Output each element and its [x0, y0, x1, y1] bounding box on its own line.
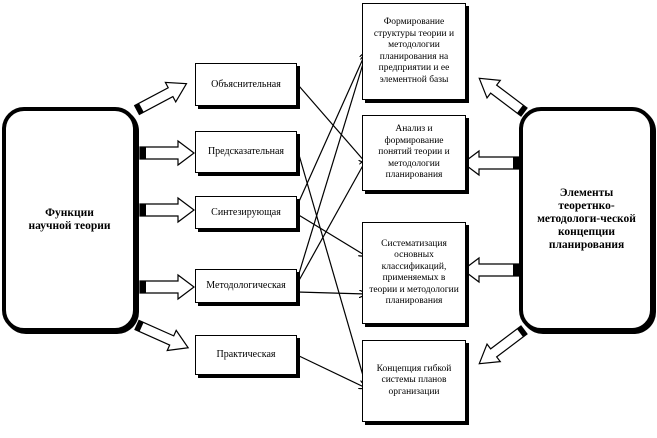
element-box-flexible-plans: Концепция гибкой системы планов организа… [362, 340, 466, 422]
element-label: Анализ и формирование понятий теории и м… [378, 124, 450, 181]
left-block-functions: Функции научной теории [2, 107, 137, 332]
element-label: Систематизация основных классификаций, п… [369, 238, 459, 307]
link-explanatory-concepts [298, 85, 366, 163]
link-predictive-flexible [296, 147, 366, 386]
function-box-predictive: Предсказательная [195, 131, 297, 173]
link-practical-flexible [296, 354, 366, 388]
function-label: Практическая [216, 349, 276, 360]
block-arrow-concepts [462, 149, 520, 177]
link-methodological-classifications [296, 292, 366, 294]
link-methodological-concepts [296, 160, 366, 285]
element-box-classifications: Систематизация основных классификаций, п… [362, 222, 466, 324]
function-label: Предсказательная [207, 146, 285, 157]
element-label: Концепция гибкой системы планов организа… [376, 363, 452, 397]
block-arrow-structure [478, 77, 528, 117]
function-label: Синтезирующая [211, 206, 281, 218]
function-label: Методологическая [206, 280, 286, 291]
element-box-concepts: Анализ и формирование понятий теории и м… [362, 115, 466, 191]
link-methodological-structure [296, 54, 366, 281]
block-arrow-classifications [462, 256, 520, 284]
block-arrow-explanatory [133, 81, 188, 116]
element-label: Формирование структуры теории и методоло… [373, 17, 455, 85]
left-block-title: Функции научной теории [28, 206, 111, 232]
element-box-structure: Формирование структуры теории и методоло… [362, 3, 466, 100]
right-block-title: Элементы теоретнко-методологи-ческой кон… [537, 187, 636, 251]
right-block-elements: Элементы теоретнко-методологи-ческой кон… [519, 107, 654, 332]
function-label: Объяснительная [211, 78, 281, 90]
block-arrow-flexible [478, 325, 528, 365]
function-box-methodological: Методологическая [195, 269, 297, 303]
link-synthesizing-structure [296, 52, 366, 207]
link-synthesizing-classifications [296, 213, 366, 256]
function-box-practical: Практическая [195, 335, 297, 375]
function-box-synthesizing: Синтезирующая [195, 196, 297, 229]
block-arrow-methodological [139, 273, 195, 301]
block-arrow-synthesizing [139, 196, 195, 224]
function-box-explanatory: Объяснительная [195, 63, 297, 106]
block-arrow-practical [134, 319, 190, 352]
block-arrow-predictive [139, 139, 195, 167]
